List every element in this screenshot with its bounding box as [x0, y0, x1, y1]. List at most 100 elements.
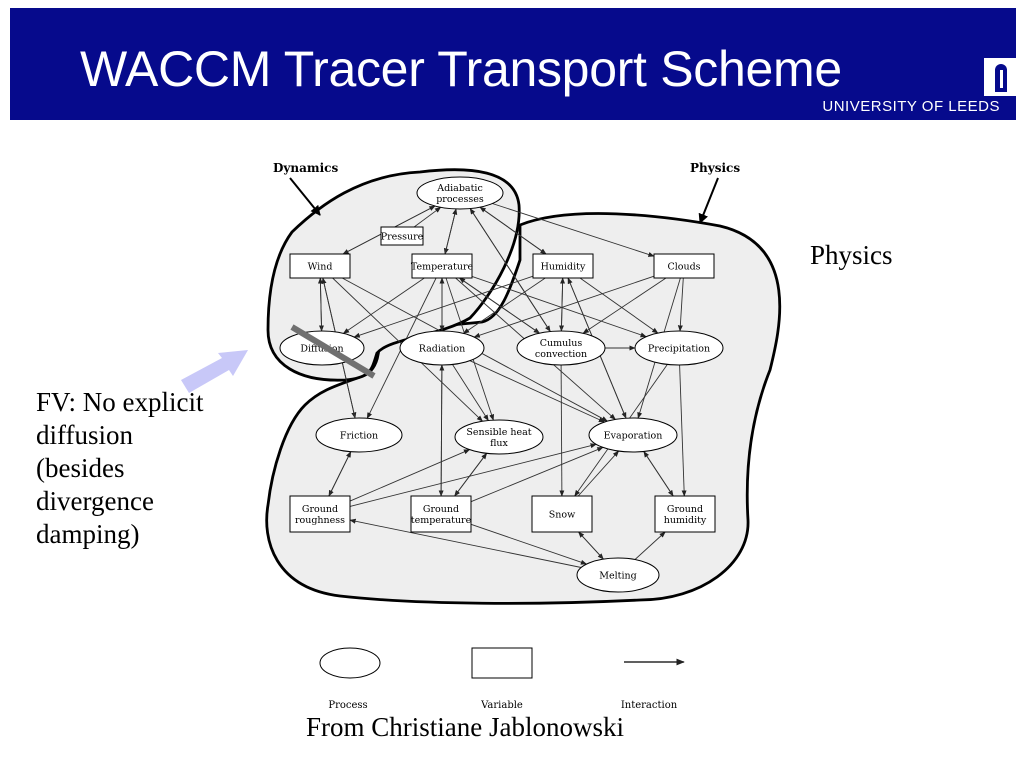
edge-clouds-to-cumulus [582, 277, 667, 334]
legend-variable-box [471, 647, 533, 679]
node-shape [516, 330, 606, 366]
node-snow: Snow [531, 495, 593, 533]
legend-process-ellipse [319, 647, 381, 679]
node-label: Cumulus [540, 338, 583, 349]
edge-ground_temperature-to-evaporation [470, 446, 604, 503]
node-shape [531, 495, 593, 533]
node-label: Evaporation [604, 431, 663, 442]
edge-melting-to-ground_humidity [634, 531, 666, 560]
physics-side-label: Physics [810, 240, 893, 270]
edge-ground_roughness-to-evaporation [349, 443, 597, 507]
source-credit: From Christiane Jablonowski [306, 712, 624, 742]
dynamics-region [266, 168, 521, 382]
note-line: damping) [36, 518, 140, 549]
edge-ground_roughness-to-sensible_heat [349, 449, 471, 502]
node-radiation: Radiation [399, 330, 485, 366]
edge-ground_temperature-to-radiation [439, 364, 445, 497]
node-label: convection [535, 349, 587, 360]
node-label: Pressure [381, 232, 424, 243]
edge-temperature-to-diffusion [342, 277, 425, 334]
node-label: Clouds [667, 262, 700, 273]
edge-clouds-to-precipitation [677, 277, 684, 332]
node-label: Humidity [541, 262, 586, 273]
edge-ground_roughness-to-friction [328, 451, 352, 497]
node-wind: Wind [289, 253, 351, 279]
node-shape [399, 330, 485, 366]
diffusion-note: FV: No explicit diffusion (besides diver… [36, 386, 203, 551]
node-label: roughness [295, 515, 345, 526]
node-shape [532, 253, 594, 279]
node-shape [454, 419, 544, 455]
node-shape [410, 495, 472, 533]
legend-process-label: Process [328, 700, 367, 711]
node-label: Precipitation [648, 344, 710, 355]
node-shape [315, 417, 403, 453]
highlight-arrow-icon [181, 350, 248, 393]
node-shape [289, 253, 351, 279]
node-shape [654, 495, 716, 533]
physics-pointer-arrow [698, 177, 719, 224]
node-label: Ground [667, 504, 703, 515]
edge-snow-to-evaporation [577, 450, 620, 497]
edge-radiation-to-evaporation [469, 360, 606, 423]
edge-ground_temperature-to-sensible_heat [454, 452, 488, 497]
edge-ground_humidity-to-evaporation [643, 450, 674, 497]
node-friction: Friction [315, 417, 403, 453]
edge-adiabatic-to-clouds [492, 203, 655, 257]
edge-melting-to-snow [578, 531, 604, 560]
edge-clouds-to-radiation [473, 275, 655, 338]
node-shape [380, 226, 424, 246]
edge-temperature-to-precipitation [471, 275, 647, 338]
node-label: Radiation [419, 344, 466, 355]
node-melting: Melting [576, 557, 660, 593]
legend-variable-label: Variable [480, 700, 523, 711]
node-precipitation: Precipitation [634, 330, 724, 366]
node-shape [411, 253, 473, 279]
node-label: Snow [549, 510, 575, 521]
node-clouds: Clouds [653, 253, 715, 279]
node-label: Melting [599, 571, 636, 582]
edge-cumulus-to-snow [559, 364, 565, 497]
edge-humidity-to-precipitation [579, 277, 659, 334]
edge-pressure-to-adiabatic [413, 206, 442, 228]
node-shape [588, 417, 678, 453]
physics-region-label: Physics [690, 161, 740, 175]
node-label: Wind [308, 262, 333, 273]
title-bar: WACCM Tracer Transport Scheme UNIVERSITY… [10, 8, 1018, 120]
edge-precipitation-to-ground_humidity [679, 364, 687, 497]
university-logo-text: UNIVERSITY OF LEEDS [822, 98, 1000, 115]
node-label: Adiabatic [436, 183, 483, 194]
edge-radiation-to-sensible_heat [452, 364, 489, 422]
strike-through-bar [290, 324, 376, 379]
edge-humidity-to-radiation [462, 277, 546, 334]
node-label: Diffusion [300, 344, 343, 355]
node-label: Ground [302, 504, 338, 515]
slide-title: WACCM Tracer Transport Scheme [80, 41, 842, 97]
node-label: temperature [411, 515, 472, 526]
node-pressure: Pressure [380, 226, 424, 246]
node-label: processes [436, 194, 484, 205]
node-humidity: Humidity [532, 253, 594, 279]
node-shape [289, 495, 351, 533]
node-evaporation: Evaporation [588, 417, 678, 453]
note-line: divergence [36, 485, 154, 516]
dynamics-region-label: Dynamics [273, 161, 338, 175]
legend-interaction-label: Interaction [621, 700, 678, 711]
edge-cumulus-to-temperature [458, 277, 540, 334]
node-label: Temperature [411, 262, 474, 273]
edge-cumulus-to-adiabatic [469, 207, 551, 332]
edge-cumulus-to-humidity [560, 277, 566, 332]
node-label: Sensible heat [466, 427, 531, 438]
node-label: Ground [423, 504, 459, 515]
node-label: flux [490, 438, 508, 449]
node-shape [634, 330, 724, 366]
edge-melting-to-ground_roughness [349, 518, 582, 568]
node-shape [653, 253, 715, 279]
